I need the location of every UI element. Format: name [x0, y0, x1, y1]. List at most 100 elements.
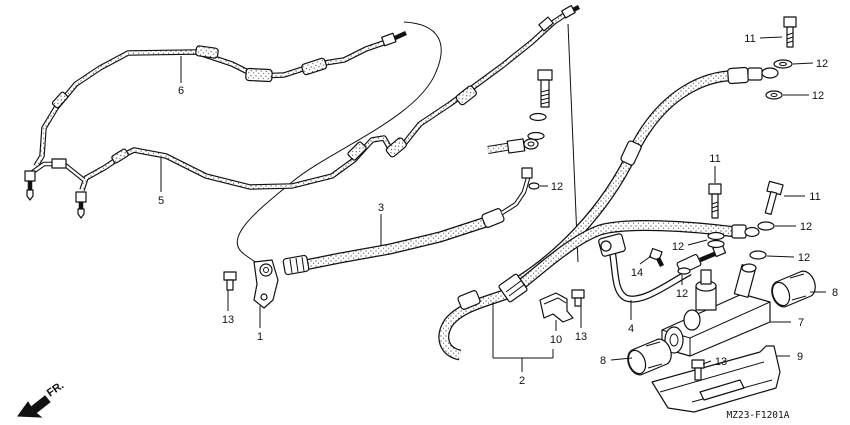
- banjo-hole: [263, 267, 269, 273]
- washer-hole: [770, 93, 778, 97]
- leader-line: [702, 360, 712, 365]
- bolt-thread: [540, 89, 550, 105]
- leader-line: [792, 62, 814, 65]
- callout-12: 12: [800, 221, 812, 233]
- banjo-hole: [527, 141, 535, 147]
- valve-ring: [683, 309, 701, 331]
- bracket-hole: [260, 293, 268, 301]
- fitting-tip: [26, 189, 34, 201]
- bolt-head: [648, 247, 663, 262]
- line-5-tip: [571, 4, 581, 13]
- washer: [527, 131, 545, 141]
- brake-hose-3: [282, 167, 540, 276]
- line-6-sleeve: [51, 91, 69, 109]
- bolt-11-middle: [708, 183, 722, 219]
- flare-nut: [24, 170, 36, 182]
- fitting-tip: [77, 208, 85, 219]
- cap-face: [771, 281, 791, 307]
- brake-line-6: [33, 30, 407, 168]
- left-junction: [28, 158, 86, 182]
- valve-end-bore: [669, 333, 679, 347]
- washer: [528, 182, 540, 190]
- bolt-11-right: [764, 180, 784, 216]
- clamp-band: [505, 279, 526, 297]
- callout-12: 12: [798, 252, 810, 264]
- bracket-plate: [651, 345, 781, 413]
- figure-code: MZ23-F1201A: [727, 410, 790, 421]
- callouts: 11 12 12 6 12 11 11 12 12 12 14 12 8 7 9…: [158, 33, 838, 387]
- hose-2a-ferrule: [727, 66, 749, 85]
- bolt-shaft: [574, 297, 582, 307]
- leader-lines: [160, 36, 826, 372]
- banjo-eye: [761, 67, 779, 79]
- bolt-14: [648, 247, 665, 268]
- leader-line: [766, 255, 795, 258]
- clamp-10: [539, 292, 574, 323]
- bolt-head: [783, 16, 797, 28]
- washer-12: [757, 221, 775, 231]
- callout-13: 13: [715, 356, 727, 368]
- callout-2: 2: [519, 375, 525, 387]
- valve-port-nut: [700, 269, 712, 285]
- left-fitting-a: [24, 170, 36, 201]
- line-6-sleeve: [301, 57, 328, 76]
- callout-11: 11: [809, 191, 820, 203]
- leader-bracket-2: [492, 302, 554, 372]
- valve-inlet-top: [741, 263, 757, 273]
- hose-3-ferrule: [481, 208, 505, 228]
- cap-shade: [789, 273, 807, 301]
- callout-13: 13: [222, 314, 234, 326]
- callout-14: 14: [631, 267, 643, 279]
- banjo-eye: [523, 138, 539, 150]
- bolt-head: [708, 183, 722, 195]
- line-5-flare-nut: [538, 16, 554, 32]
- ferrule-crimp: [289, 256, 305, 274]
- line-5-sleeve: [455, 85, 477, 106]
- washer-12: [707, 231, 725, 241]
- front-direction-indicator: FR.: [17, 379, 66, 418]
- line-5-sleeve: [111, 148, 129, 164]
- callout-8: 8: [832, 287, 838, 299]
- brake-hose-2b: [438, 220, 760, 361]
- washer-12: [773, 59, 793, 69]
- banjo-eye: [600, 240, 612, 252]
- washer-12: [707, 239, 725, 249]
- hose-2b-fill: [439, 221, 737, 360]
- leader-line: [759, 36, 783, 39]
- callout-12: 12: [812, 90, 824, 102]
- hose-3-fill: [299, 217, 488, 271]
- callout-13: 13: [575, 331, 587, 343]
- junction-block: [51, 158, 67, 169]
- washer-12: [749, 250, 767, 260]
- banjo-eye: [744, 226, 760, 238]
- bracket-cutout: [699, 379, 745, 401]
- line-5-sleeve: [385, 137, 407, 158]
- callout-12: 12: [551, 181, 563, 193]
- leader-line: [610, 357, 633, 361]
- bolt-shaft: [226, 279, 234, 291]
- callout-5: 5: [158, 195, 164, 207]
- callout-12: 12: [816, 58, 828, 70]
- callout-3: 3: [378, 202, 384, 214]
- outline-loop-line: [236, 21, 442, 269]
- bracket-1: [253, 259, 279, 309]
- clamp-edge: [543, 297, 567, 305]
- callout-11: 11: [744, 33, 755, 45]
- hose-3-flare-nut: [521, 167, 533, 179]
- leader-line: [639, 255, 652, 265]
- banjo-eye: [259, 263, 273, 277]
- callout-7: 7: [798, 317, 804, 329]
- washer-hole: [779, 61, 787, 67]
- callout-11: 11: [709, 153, 720, 165]
- brake-line-5-fill: [80, 12, 567, 191]
- stub-ferrule: [506, 138, 526, 154]
- clamp-body: [539, 292, 574, 323]
- cap-shade: [645, 341, 663, 369]
- front-arrow-icon: [17, 395, 51, 418]
- leader-line: [687, 239, 708, 246]
- front-label: FR.: [45, 379, 66, 399]
- washer-12: [765, 90, 783, 100]
- banjo-fitting: [731, 224, 747, 239]
